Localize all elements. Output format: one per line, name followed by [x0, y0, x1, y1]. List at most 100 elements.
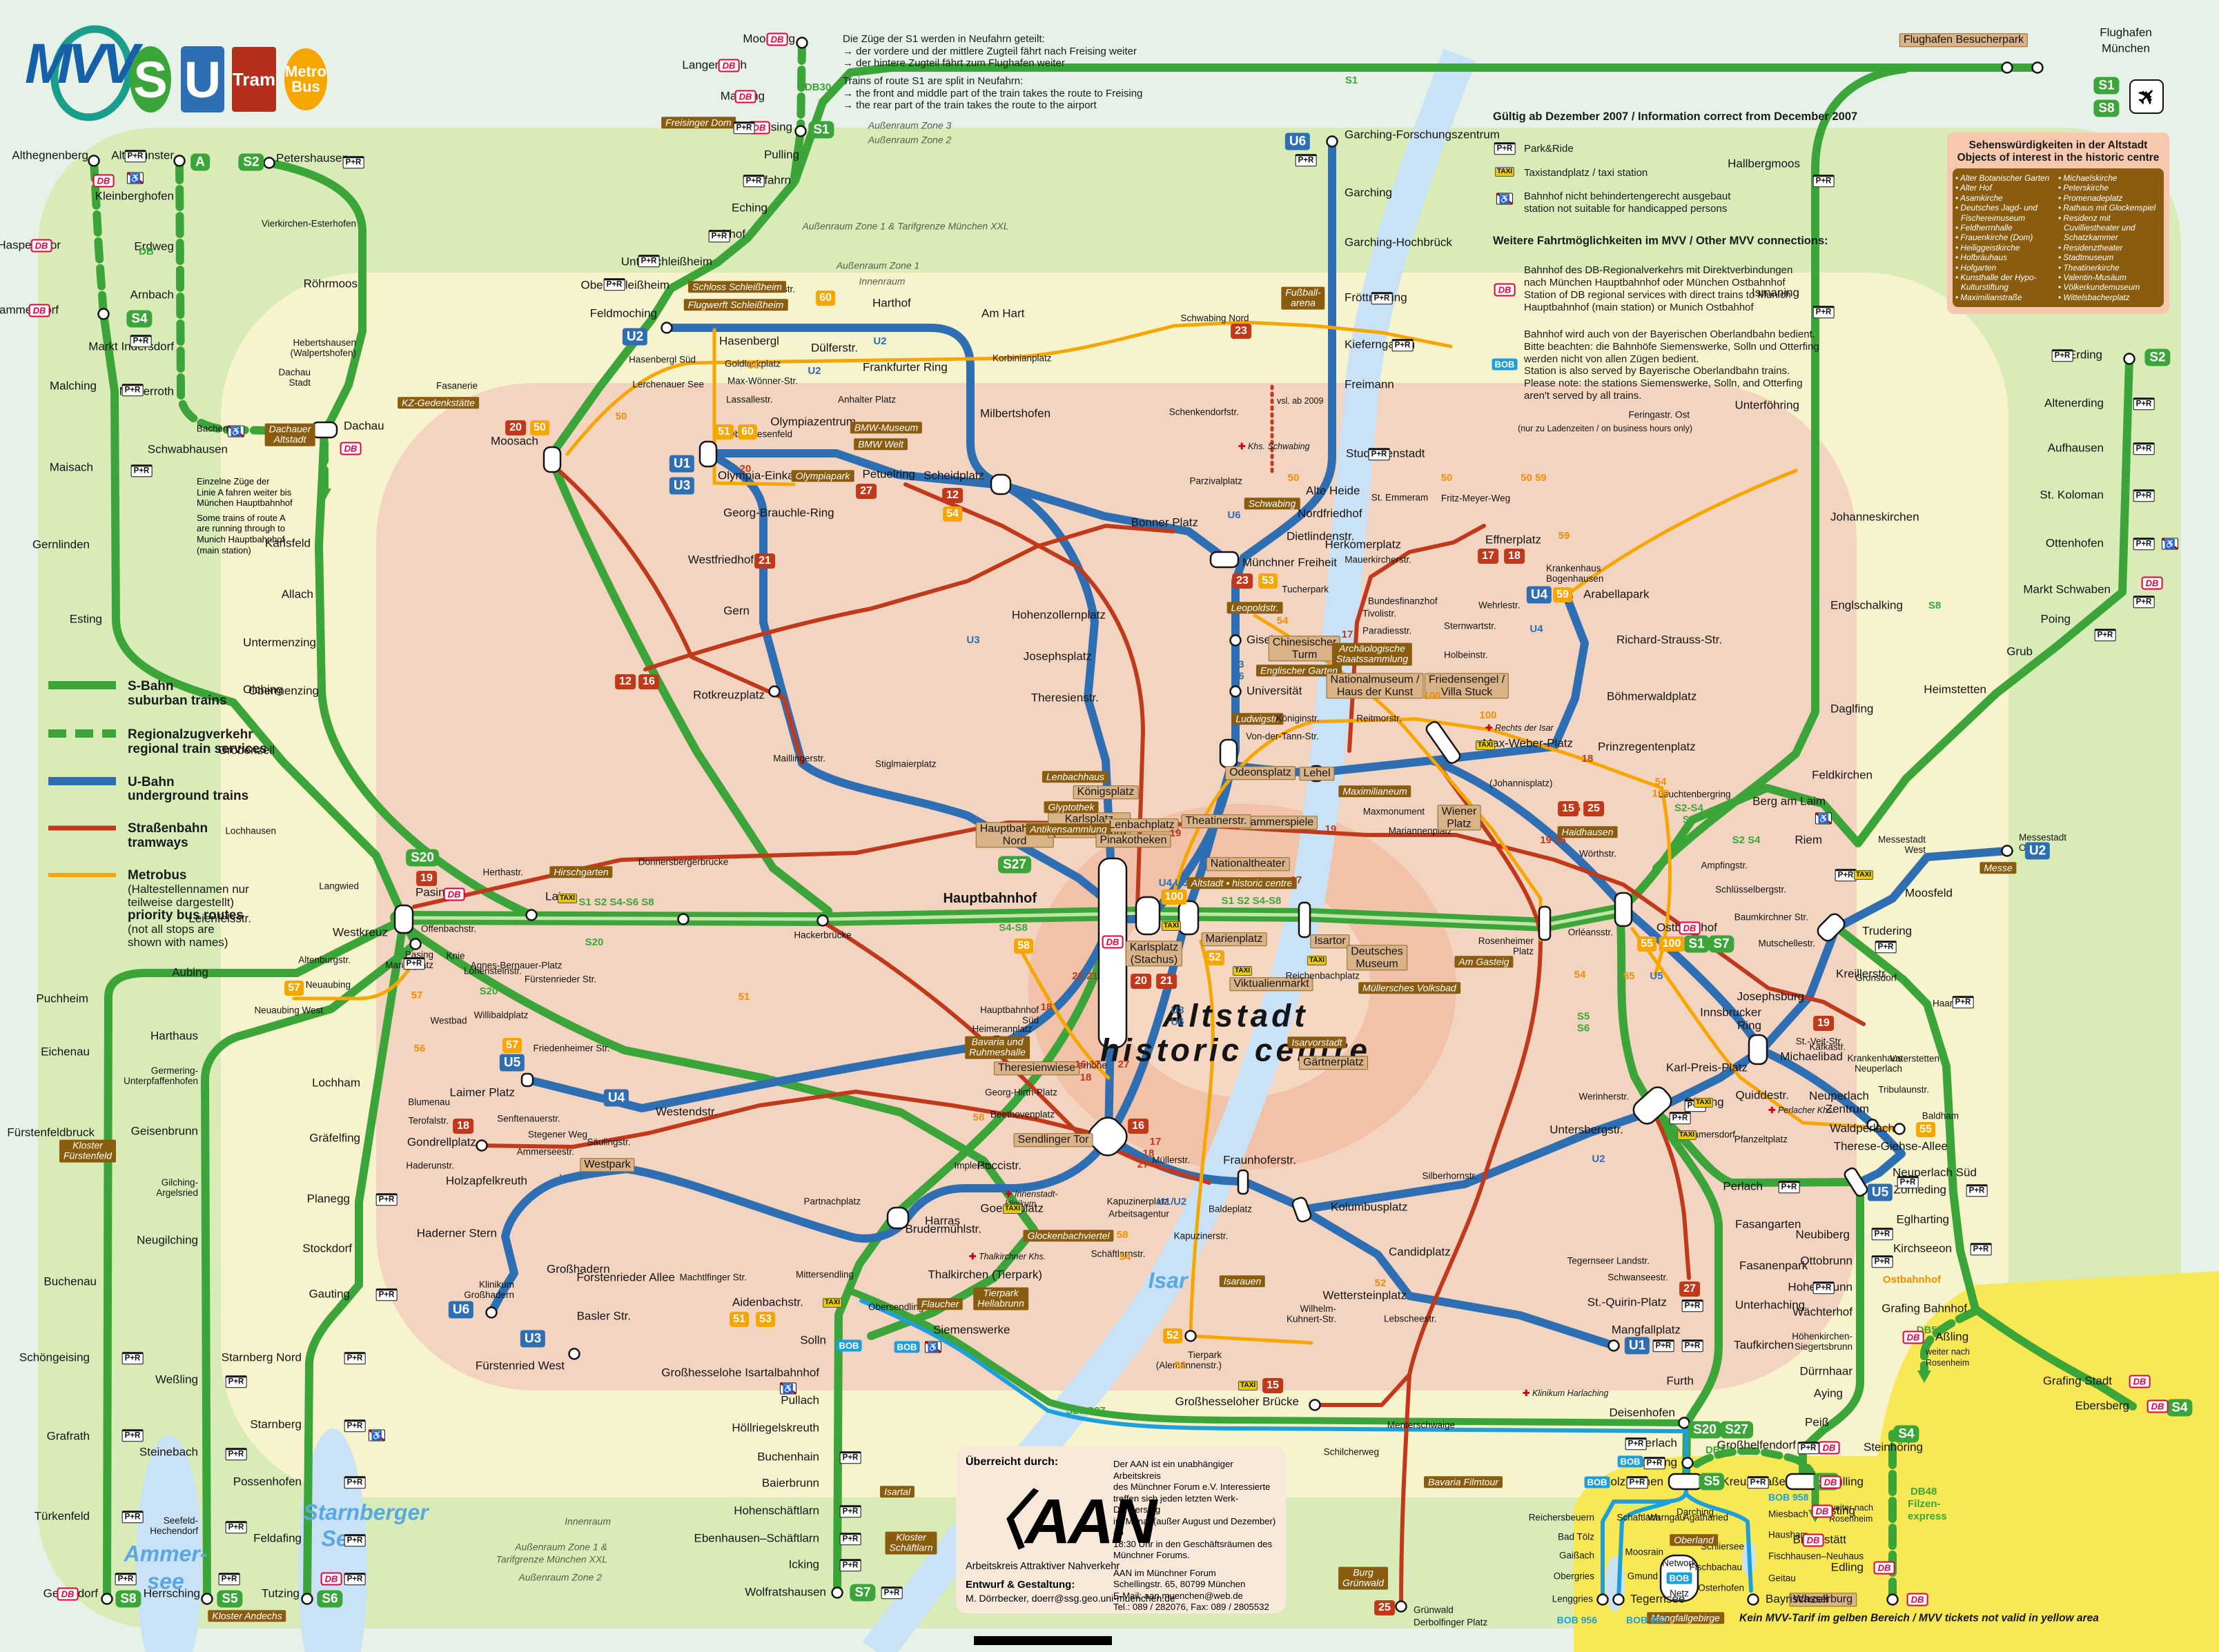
station-label: Gärtnerplatz [1298, 1056, 1369, 1070]
bob-note: Bahnhof wird auch von der Bayerischen Ob… [1524, 328, 1828, 402]
station-label: Arnbach [130, 288, 174, 302]
line-badge-DB: DB [1906, 1593, 1928, 1606]
station-label: Türkenfeld [34, 1509, 90, 1523]
station-label: Korbinianplatz [993, 353, 1052, 364]
station-dot [1612, 1593, 1625, 1606]
transit-line [175, 158, 322, 435]
line-badge-15: 15 [1558, 801, 1578, 816]
s1-note-de1: Die Züge der S1 werden in Neufahrn getei… [843, 33, 1045, 45]
station-label: Flugwerft Schleißheim [683, 299, 788, 311]
station-label: Knie [446, 950, 465, 961]
line-badge-54: 54 [943, 507, 962, 522]
station-label: 17 [1341, 628, 1353, 640]
station-label: Friedenheimer Str. [533, 1043, 610, 1054]
park-ride-icon: P+R [344, 1352, 366, 1364]
station-label: Gondrellplatz [407, 1135, 476, 1149]
station-label: S8 [1928, 599, 1942, 611]
station-label: Antikensammlung [1026, 823, 1111, 836]
station-label: St. Emmeram [1371, 492, 1429, 503]
line-badge-DB: DB [57, 1587, 79, 1601]
park-ride-icon: P+R [344, 1419, 366, 1432]
legend-swatches [48, 681, 116, 877]
station-label: Lerchenauer See [632, 379, 704, 390]
interchange-box [990, 473, 1012, 495]
handicap-icon: ♿ [924, 1341, 942, 1353]
station-label: Harras [925, 1214, 961, 1228]
sight-item: Kunsthalle der Hypo-Kulturstiftung [1960, 273, 2057, 293]
station-label: Fürstenried West [475, 1359, 565, 1373]
interchange-box [1538, 905, 1552, 941]
park-ride-icon: P+R [225, 1521, 247, 1533]
station-dot [1309, 1399, 1321, 1411]
park-ride-icon: P+R [121, 1429, 144, 1442]
station-label: Frankfurter Ring [863, 360, 948, 374]
station-label: Mariannenplatz [1388, 825, 1452, 836]
station-label: Gröbenzell [217, 743, 275, 757]
station-label: 51 [738, 990, 750, 1003]
park-ride-icon: P+R [375, 1288, 398, 1301]
station-label: S1 [1345, 74, 1358, 86]
station-label: Reichersbeuern [1528, 1512, 1594, 1523]
station-label: Westkreuz [333, 925, 388, 939]
station-label: Nationaltheater [1206, 857, 1290, 871]
station-label: Petuelring [862, 467, 915, 481]
line-badge-S8: S8 [115, 1590, 141, 1608]
line-badge-DB: DB [1811, 1504, 1833, 1518]
line-badge-DB: DB [1802, 1533, 1824, 1547]
station-label: Pinakotheken [1095, 834, 1171, 847]
station-label: Westpark [580, 1158, 635, 1172]
station-label: Nordfriedhof [1298, 507, 1362, 520]
line-badge-U1: U1 [1624, 1337, 1650, 1355]
interchange-box [1219, 738, 1238, 769]
station-label: U5 [1650, 970, 1663, 982]
station-dot [1681, 1457, 1694, 1469]
station-label: Englischer Garten [1255, 665, 1342, 677]
station-label: express [1908, 1510, 1947, 1522]
interchange-box [1614, 892, 1633, 927]
station-label: Scheidplatz [923, 469, 984, 482]
station-label: Edling [1830, 1560, 1864, 1574]
station-label: Isartor [1310, 934, 1350, 948]
station-label: Dülferstr. [811, 341, 859, 355]
station-label: Fraunhoferstr. [1223, 1153, 1296, 1167]
interchange-box [1817, 913, 1846, 942]
line-badge-17: 17 [1478, 549, 1498, 564]
station-label: Fasanerie [436, 380, 478, 391]
interchange-box [1298, 901, 1311, 938]
line-badge-16: 16 [638, 674, 659, 689]
station-label: Warngau [1647, 1512, 1685, 1523]
station-label: U6 [559, 1172, 573, 1184]
station-label: Aidenbachstr. [732, 1295, 803, 1309]
station-label: München [2102, 41, 2150, 55]
line-badge-U5: U5 [499, 1054, 525, 1072]
aan-body: Der AAN ist ein unabhängiger Arbeitskrei… [1113, 1459, 1282, 1613]
station-label: Tegernsee [1630, 1592, 1685, 1606]
station-label: Lehel [1299, 767, 1335, 780]
station-label: Isar [1148, 1268, 1188, 1293]
station-label: Großhesseloher Brücke [1175, 1395, 1299, 1408]
station-label: Tucherpark [1282, 584, 1329, 595]
station-label: Innenraum [859, 275, 906, 287]
station-label: Forstenrieder Allee [576, 1270, 675, 1284]
station-label: 50 [1287, 471, 1300, 484]
park-ride-icon: P+R [115, 1573, 137, 1585]
s1-note-de3: → der hintere Zugteil fährt zum Flughafe… [843, 57, 1065, 70]
station-label: Lebscheestr. [1384, 1313, 1437, 1324]
station-label: Westendstr. [656, 1105, 718, 1119]
station-dot [768, 685, 781, 698]
transit-line [821, 920, 1211, 1185]
station-label: Müllersches Volksbad [1358, 982, 1460, 994]
station-label: S20 S27 [1066, 1404, 1106, 1417]
db-note-en2: Hauptbahnhof (main station) or Munich Os… [1524, 301, 1754, 313]
interchange-box [1632, 1086, 1672, 1125]
station-label: 100 [1479, 709, 1497, 721]
station-label: Donnersbergerbrücke [638, 856, 729, 867]
interchange-box [1177, 900, 1200, 936]
station-label: 50 [615, 410, 627, 422]
station-label: Königsplatz [1073, 785, 1139, 799]
transit-line [1614, 355, 2133, 915]
station-label: Miesbach [1768, 1508, 1808, 1520]
line-badge-A: A [190, 153, 210, 171]
station-label: 57 [411, 989, 423, 1001]
